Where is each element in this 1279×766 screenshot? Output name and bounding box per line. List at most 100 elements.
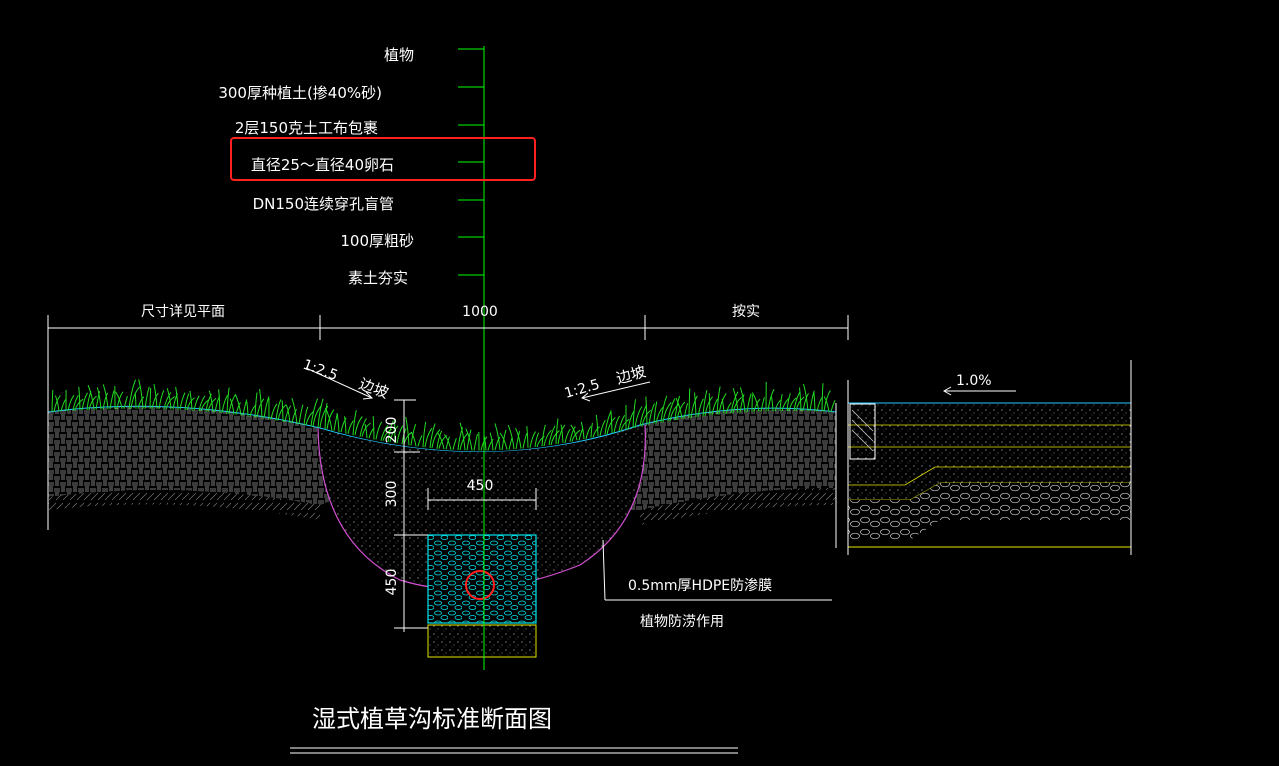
layer-label-blind-pipe: DN150连续穿孔盲管 xyxy=(253,195,394,213)
grass-tuft xyxy=(625,404,635,430)
slope-left-text: 边坡 xyxy=(357,375,391,402)
grass-tuft xyxy=(632,399,643,428)
grass-tuft xyxy=(541,424,552,447)
grass-tuft xyxy=(422,421,433,448)
curb-stone xyxy=(849,403,876,460)
dim-right-span: 按实 xyxy=(732,304,760,320)
grass-tuft xyxy=(303,406,314,426)
grass-tuft xyxy=(336,412,347,433)
grass-tuft xyxy=(275,399,287,421)
grass-tuft xyxy=(507,424,521,450)
layer-label-compacted-soil: 素土夯实 xyxy=(348,269,408,287)
grass-tuft xyxy=(218,389,228,414)
layer-label-geotextile: 2层150克土工布包裹 xyxy=(235,119,378,137)
grass-layer xyxy=(51,379,836,451)
grass-tuft xyxy=(184,393,195,411)
grass-tuft xyxy=(555,418,566,445)
grass-tuft xyxy=(653,401,664,424)
grass-tuft xyxy=(372,416,383,440)
grass-tuft xyxy=(87,384,101,410)
layer-label-coarse-sand: 100厚粗砂 xyxy=(340,232,414,250)
grass-tuft xyxy=(324,403,335,430)
gravel-trench xyxy=(427,534,537,658)
grass-tuft xyxy=(359,418,371,437)
grass-tuft xyxy=(803,383,815,412)
grass-tuft xyxy=(590,422,600,438)
grass-tuft xyxy=(660,395,672,423)
grass-tuft xyxy=(128,379,141,409)
grass-tuft xyxy=(570,424,584,441)
grass-tuft xyxy=(645,396,655,425)
layer-label-plant: 植物 xyxy=(384,46,414,64)
grass-tuft xyxy=(410,431,423,447)
grass-tuft xyxy=(688,388,698,419)
dim-left-span: 尺寸详见平面 xyxy=(141,304,225,320)
grass-tuft xyxy=(387,420,399,443)
note-membrane-sub: 植物防涝作用 xyxy=(640,614,724,630)
grass-tuft xyxy=(281,400,292,422)
grass-tuft xyxy=(618,415,630,432)
grass-tuft xyxy=(604,411,616,435)
grass-tuft xyxy=(65,389,75,412)
grass-tuft xyxy=(799,387,809,412)
grass-tuft xyxy=(751,392,765,412)
grass-tuft xyxy=(115,391,128,409)
grass-tuft xyxy=(96,387,108,410)
grass-tuft xyxy=(515,427,528,449)
pavement-slope: 1.0% xyxy=(956,373,992,389)
grass-tuft xyxy=(352,410,363,436)
grass-tuft xyxy=(285,404,297,423)
dim-depth-bottom: 450 xyxy=(384,569,400,596)
grass-tuft xyxy=(534,432,545,448)
grass-tuft xyxy=(739,387,752,413)
grass-tuft xyxy=(779,393,790,412)
grass-tuft xyxy=(489,432,501,451)
grass-tuft xyxy=(693,392,704,418)
grass-tuft xyxy=(54,395,66,412)
grass-tuft xyxy=(610,410,620,433)
grass-tuft xyxy=(595,414,606,437)
slope-left-ratio: 1:2.5 xyxy=(301,357,340,384)
dim-depth-mid: 300 xyxy=(384,481,400,508)
grass-tuft xyxy=(721,398,732,414)
grass-tuft xyxy=(317,398,329,428)
grass-tuft xyxy=(675,397,689,420)
layer-label-pebble: 直径25～直径40卵石 xyxy=(251,156,394,174)
slope-annotations xyxy=(305,367,1016,402)
layer-labels: 植物 300厚种植土(掺40%砂) 2层150克土工布包裹 直径25～直径40卵… xyxy=(218,46,414,287)
grass-tuft xyxy=(732,387,745,413)
label-leaders xyxy=(458,46,485,670)
grass-tuft xyxy=(153,384,165,409)
grass-tuft xyxy=(443,434,457,450)
grass-tuft xyxy=(51,389,61,412)
grass-tuft xyxy=(405,416,417,446)
grass-tuft xyxy=(786,393,797,412)
grass-tuft xyxy=(478,432,488,451)
grass-tuft xyxy=(716,386,727,415)
highlight-box xyxy=(230,137,536,181)
grass-tuft xyxy=(702,390,713,417)
grass-tuft xyxy=(149,388,159,409)
grass-tuft xyxy=(189,390,200,411)
grass-tuft xyxy=(580,421,592,440)
depth-dimensions xyxy=(394,399,537,632)
drawing-title: 湿式植草沟标准断面图 xyxy=(312,705,552,733)
grass-tuft xyxy=(138,379,150,409)
grass-tuft xyxy=(401,428,412,445)
grass-tuft xyxy=(437,432,450,450)
grass-tuft xyxy=(770,396,781,412)
dim-trench-width: 450 xyxy=(467,478,494,494)
grass-tuft xyxy=(730,391,743,414)
grass-tuft xyxy=(229,398,241,415)
grass-tuft xyxy=(259,389,270,419)
grass-tuft xyxy=(254,392,265,418)
grass-tuft xyxy=(344,416,354,434)
note-membrane: 0.5mm厚HDPE防渗膜 xyxy=(628,578,772,594)
grass-tuft xyxy=(78,386,88,411)
grass-tuft xyxy=(823,396,836,412)
grass-tuft xyxy=(639,404,651,427)
grass-tuft xyxy=(163,392,175,410)
grass-tuft xyxy=(793,391,805,412)
grass-tuft xyxy=(429,423,441,449)
